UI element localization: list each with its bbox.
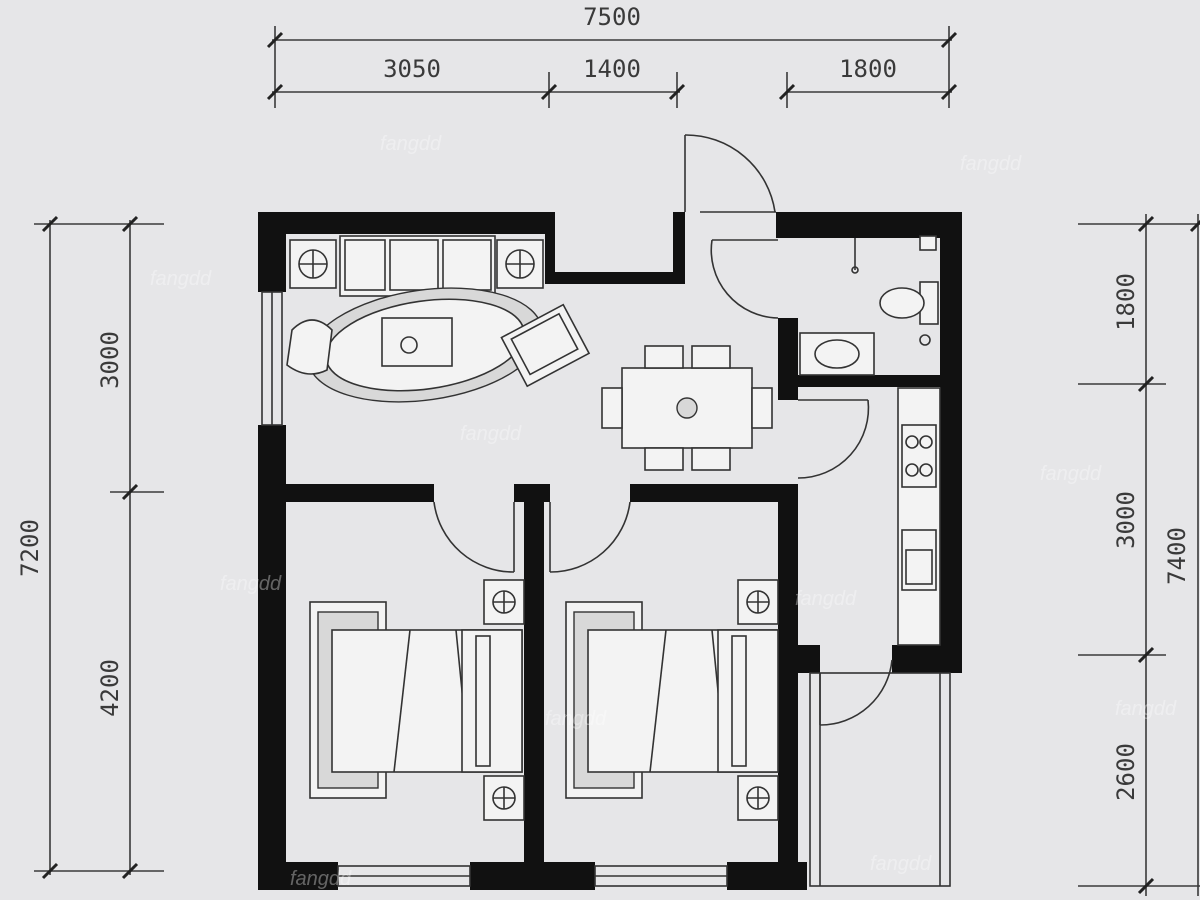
top-dim-1: 3050 xyxy=(383,55,441,83)
watermark: fangdd xyxy=(1040,463,1102,485)
watermarks: fangdd fangdd fangdd fangdd fangdd fangd… xyxy=(150,133,1177,890)
windows xyxy=(261,291,951,887)
left-dimensions: 7200 3000 4200 xyxy=(16,215,164,880)
left-total-dim: 7200 xyxy=(16,519,44,577)
left-dim-2: 4200 xyxy=(96,659,124,717)
top-dim-2: 1400 xyxy=(583,55,641,83)
right-dim-2: 3000 xyxy=(1112,491,1140,549)
watermark: fangdd xyxy=(1115,698,1177,720)
right-dimensions: 1800 3000 2600 7400 xyxy=(1078,214,1200,896)
bedroom-1-furniture xyxy=(309,579,525,821)
kitchen-counter xyxy=(897,387,941,646)
walls xyxy=(258,212,962,890)
bathroom-fixtures xyxy=(799,235,939,376)
watermark: fangdd xyxy=(290,868,352,890)
watermark: fangdd xyxy=(960,153,1022,175)
right-dim-1: 1800 xyxy=(1112,273,1140,331)
right-dim-3: 2600 xyxy=(1112,743,1140,801)
top-dimensions: 7500 3050 1400 1800 xyxy=(266,3,958,108)
watermark: fangdd xyxy=(150,268,212,290)
watermark: fangdd xyxy=(545,708,607,730)
watermark: fangdd xyxy=(220,573,282,595)
watermark: fangdd xyxy=(460,423,522,445)
right-total-dim: 7400 xyxy=(1163,527,1191,585)
dining-set xyxy=(601,345,773,471)
doors xyxy=(433,134,893,726)
left-dim-1: 3000 xyxy=(96,331,124,389)
watermark: fangdd xyxy=(380,133,442,155)
bedroom-2-furniture xyxy=(565,579,779,821)
top-dim-3: 1800 xyxy=(839,55,897,83)
top-total-dim: 7500 xyxy=(583,3,641,31)
watermark: fangdd xyxy=(795,588,857,610)
watermark: fangdd xyxy=(870,853,932,875)
living-room-furniture xyxy=(286,235,591,403)
